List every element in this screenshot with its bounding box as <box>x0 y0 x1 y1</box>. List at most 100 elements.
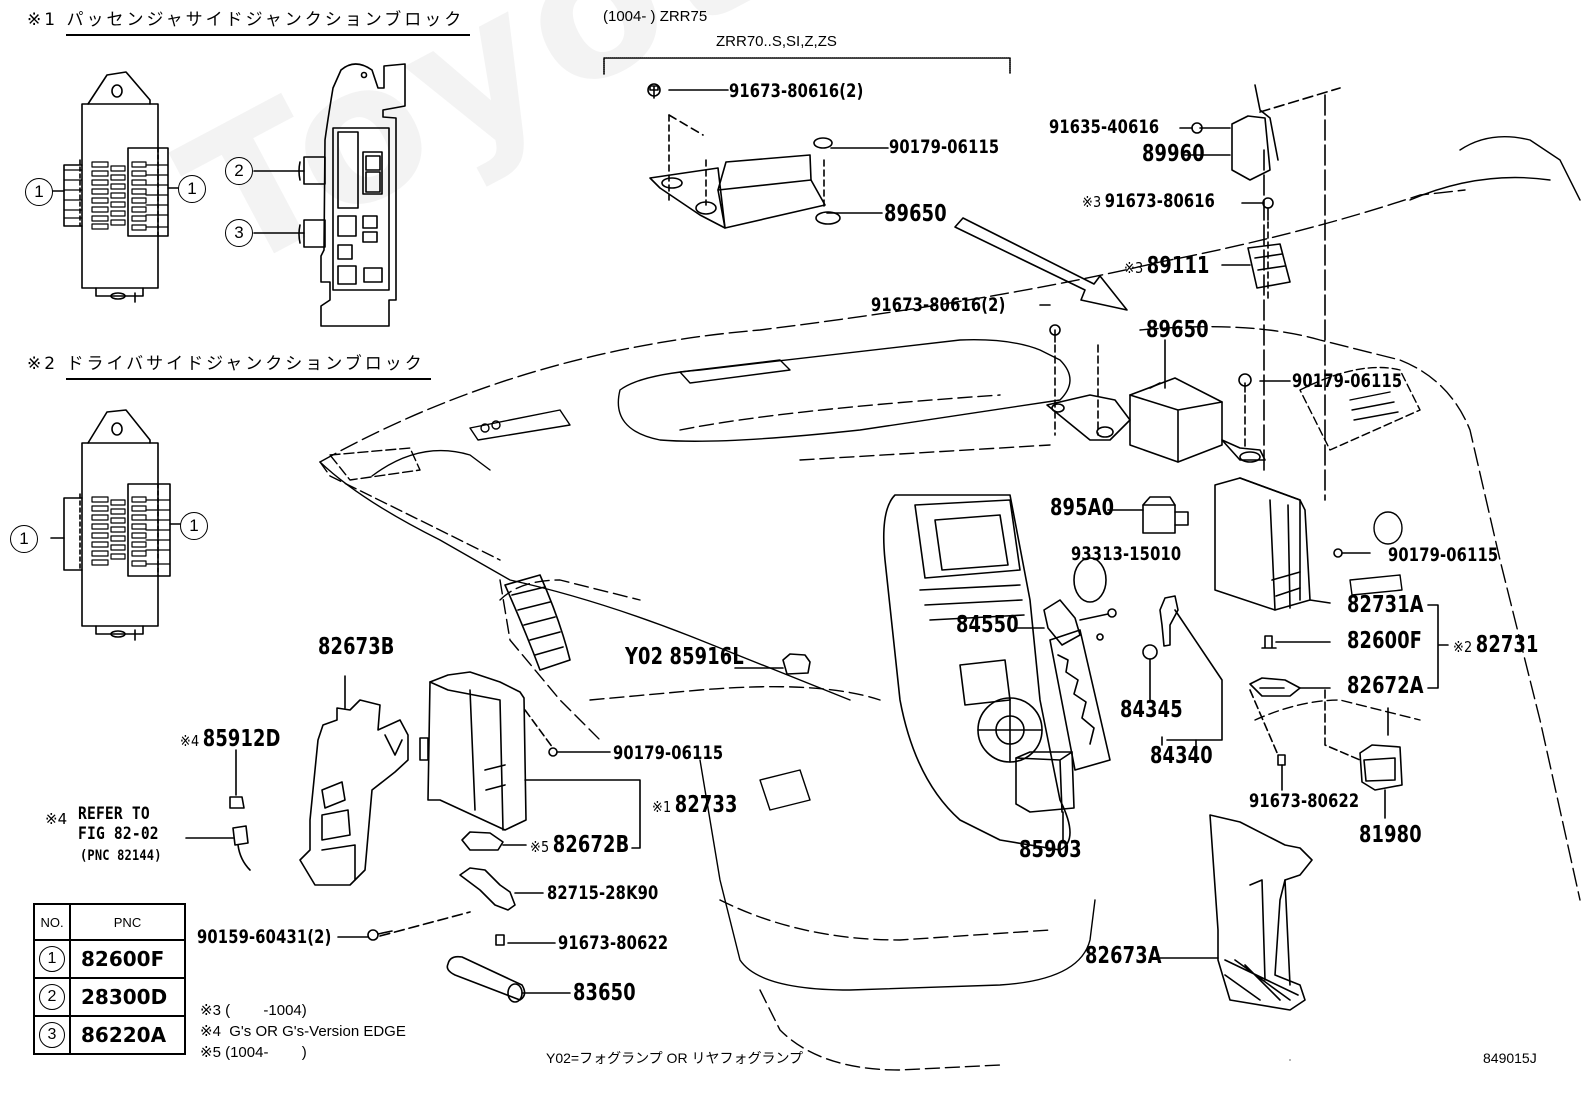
switch-84550 <box>1014 599 1117 646</box>
callout-84340[interactable]: 84340 <box>1150 743 1213 769</box>
callout-91673-80616-2-top[interactable]: 91673-80616(2) <box>729 80 864 102</box>
bolt-91673-80622-left <box>495 934 556 946</box>
callout-93313-15010[interactable]: 93313-15010 <box>1071 543 1182 565</box>
footnote-3: ※3 ( -1004) <box>200 1002 307 1019</box>
note-mark: ※5 <box>530 838 550 856</box>
bolt-91673-80622-right <box>1249 689 1286 791</box>
driver-junction-block <box>50 409 181 641</box>
row-no: 1 <box>39 946 65 972</box>
callout-91673-80616-2-mid[interactable]: 91673-80616(2) <box>871 294 1006 316</box>
row-no: 3 <box>39 1022 65 1048</box>
callout-91673-80622-right[interactable]: 91673-80622 <box>1249 790 1360 812</box>
center-stack <box>882 494 1071 851</box>
part-number: 82672B <box>552 832 630 858</box>
callout-90179-06115-top[interactable]: 90179-06115 <box>889 136 1000 158</box>
passenger-junction-block-front <box>50 71 179 303</box>
note-mark: ※3 <box>1082 193 1102 211</box>
refer-line3: (PNC 82144) <box>80 848 162 864</box>
table-row: 1 82600F <box>33 939 186 979</box>
driver-jb-title: ※2 ドライバサイドジャンクションブロック <box>27 354 431 380</box>
callout-81980[interactable]: 81980 <box>1359 822 1422 848</box>
figure-code: 849015J <box>1483 1050 1537 1066</box>
pnc-table: NO. PNC 1 82600F 2 28300D 3 86220A <box>33 903 186 1055</box>
pnc-table-header: NO. PNC <box>33 903 186 941</box>
fuse-82600F <box>1261 635 1331 649</box>
footnote-5: ※5 (1004- ) <box>200 1044 307 1061</box>
circle-ref-1-right[interactable]: 1 <box>178 175 206 203</box>
header-pnc: PNC <box>69 903 186 941</box>
callout-91635-40616[interactable]: 91635-40616 <box>1049 116 1160 138</box>
direction-arrow <box>954 217 1128 311</box>
callout-90159-60431-2[interactable]: 90159-60431(2) <box>197 926 332 948</box>
callout-90179-06115-left[interactable]: 90179-06115 <box>613 742 724 764</box>
callout-90179-06115-right[interactable]: 90179-06115 <box>1388 544 1499 566</box>
part-number: 89111 <box>1146 253 1210 279</box>
module-85903 <box>1015 751 1075 844</box>
callout-85903[interactable]: 85903 <box>1019 837 1082 863</box>
circle-ref-1-driver-left[interactable]: 1 <box>10 525 38 553</box>
option-code: Y02 <box>625 644 664 670</box>
bracket-82673B <box>299 675 409 886</box>
callout-89960[interactable]: 89960 <box>1142 141 1205 167</box>
part-number: 91673-80616 <box>1104 190 1216 212</box>
circle-ref-2[interactable]: 2 <box>225 157 253 185</box>
junction-block-82733 <box>419 671 641 849</box>
callout-89650-top[interactable]: 89650 <box>884 201 947 227</box>
callout-82673A[interactable]: 82673A <box>1085 943 1162 969</box>
row-pnc[interactable]: 82600F <box>69 939 186 979</box>
section-title-text: ドライバサイドジャンクションブロック <box>66 354 431 380</box>
callout-82672A[interactable]: 82672A <box>1347 673 1424 699</box>
bracket-note-line1: (1004- ) ZRR75 <box>603 8 708 25</box>
callout-89650-mid[interactable]: 89650 <box>1146 317 1209 343</box>
callout-895A0[interactable]: 895A0 <box>1050 495 1115 521</box>
circle-ref-1-left[interactable]: 1 <box>25 178 53 206</box>
callout-84345[interactable]: 84345 <box>1120 697 1183 723</box>
bracket-89111 <box>1221 197 1291 301</box>
center-air-vent-left <box>504 574 571 671</box>
row-pnc[interactable]: 28300D <box>69 977 186 1017</box>
note-mark: ※2 <box>1453 638 1473 656</box>
callout-90179-06115-mid[interactable]: 90179-06115 <box>1292 370 1403 392</box>
section-mark: ※1 <box>27 10 59 30</box>
callout-91673-80622-left[interactable]: 91673-80622 <box>558 932 669 954</box>
cover-82672A <box>1249 677 1331 697</box>
airbag-sensor-installed <box>1039 94 1326 501</box>
part-number: 85912D <box>202 726 281 752</box>
shift-gate <box>1049 557 1111 771</box>
callout-82600F[interactable]: 82600F <box>1347 628 1423 654</box>
note-mark: ※4 <box>45 810 68 828</box>
note-mark: ※1 <box>652 798 672 816</box>
header-no: NO. <box>33 903 71 941</box>
refer-line1: REFER TO <box>78 804 150 824</box>
callout-82731A[interactable]: 82731A <box>1347 592 1424 618</box>
relay-85912D <box>185 749 251 871</box>
instrument-panel-outline <box>319 135 1581 1071</box>
cover-82672B <box>461 831 527 851</box>
part-number: 82733 <box>674 792 738 818</box>
callout-82673B[interactable]: 82673B <box>318 634 395 660</box>
callout-82715-28K90[interactable]: 82715-28K90 <box>547 882 659 904</box>
callout-y02-85916L[interactable]: Y02 85916L <box>625 646 744 669</box>
relay-89960 <box>1179 84 1341 181</box>
bracket-note-line2: ZRR70..S,SI,Z,ZS <box>716 33 837 50</box>
callout-84550[interactable]: 84550 <box>956 612 1019 638</box>
bracket-82673A <box>1159 814 1313 1011</box>
passenger-jb-title: ※1 パッセンジャサイドジャンクションブロック <box>27 10 471 36</box>
section-mark: ※2 <box>27 354 59 374</box>
airbag-sensor-inset <box>647 83 889 229</box>
relay-85916L <box>734 653 811 675</box>
junction-block-82731A <box>1214 477 1371 611</box>
callout-83650[interactable]: 83650 <box>573 980 636 1006</box>
row-pnc[interactable]: 86220A <box>69 1015 186 1055</box>
relay-895A0 <box>1107 496 1189 534</box>
circle-ref-3[interactable]: 3 <box>225 219 253 247</box>
passenger-junction-block-side <box>253 63 406 327</box>
circle-ref-1-driver-right[interactable]: 1 <box>180 512 208 540</box>
